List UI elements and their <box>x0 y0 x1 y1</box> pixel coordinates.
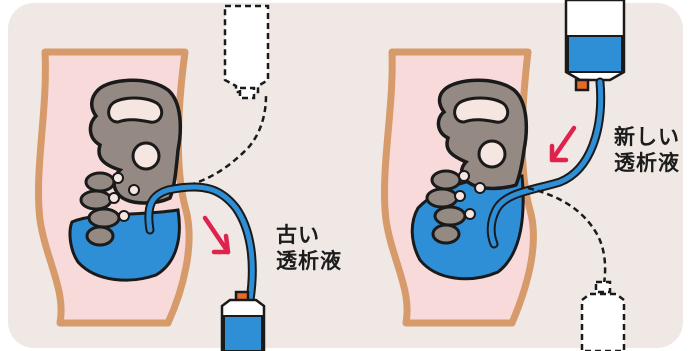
bowel-loop <box>89 209 119 227</box>
new-dialysate-label-line1: 新しい <box>614 124 680 150</box>
new-dialysate-label: 新しい 透析液 <box>614 124 680 176</box>
bowel-loop <box>427 189 457 207</box>
dialysate-bag-icon <box>566 0 624 90</box>
intestine-inner <box>455 98 508 122</box>
new-dialysate-label-line2: 透析液 <box>614 150 680 176</box>
dialysate-bag-icon <box>222 292 264 351</box>
old-dialysate-label-line1: 古い <box>276 222 342 248</box>
bowel-loop <box>133 143 159 169</box>
bowel-loop <box>433 225 459 243</box>
bowel-loop <box>87 227 113 245</box>
old-dialysate-label-line2: 透析液 <box>276 248 342 274</box>
bowel-loop <box>432 171 460 189</box>
old-dialysate-label: 古い 透析液 <box>276 222 342 274</box>
bowel-loop <box>86 173 114 191</box>
bowel-loop <box>479 141 505 167</box>
intestine-inner <box>109 98 162 122</box>
bowel-loop <box>81 191 111 209</box>
bowel-loop <box>435 207 465 225</box>
